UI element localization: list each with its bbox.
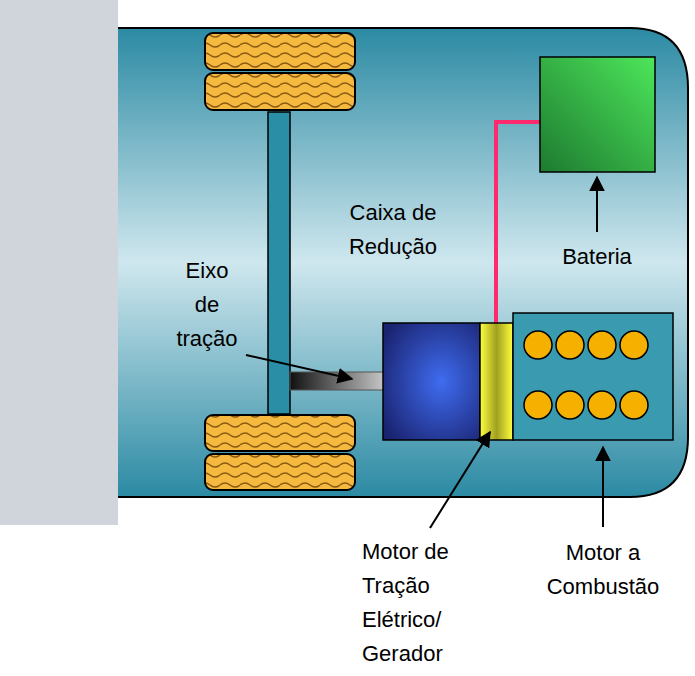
motor-generator — [480, 323, 513, 440]
cylinder — [588, 331, 616, 359]
part-label: Caixa de Redução — [328, 196, 458, 264]
part-label: Motor de Tração Elétrico/ Gerador — [362, 535, 484, 671]
part-label: Eixo de tração — [172, 254, 242, 356]
combustion-engine — [513, 313, 673, 440]
part-label: Motor a Combustão — [538, 536, 668, 604]
cylinder — [556, 331, 584, 359]
cylinder — [620, 391, 648, 419]
cylinder — [524, 331, 552, 359]
axle — [268, 112, 290, 414]
power-wire — [496, 122, 540, 323]
cylinder — [524, 391, 552, 419]
cylinders — [524, 331, 648, 419]
leader-lines — [246, 177, 603, 528]
cylinder — [556, 391, 584, 419]
battery — [540, 57, 655, 172]
side-panel — [0, 0, 118, 525]
gearbox — [383, 323, 480, 440]
cylinder — [620, 331, 648, 359]
part-label: Bateria — [537, 240, 657, 274]
cylinder — [588, 391, 616, 419]
vehicle-body — [100, 28, 688, 497]
